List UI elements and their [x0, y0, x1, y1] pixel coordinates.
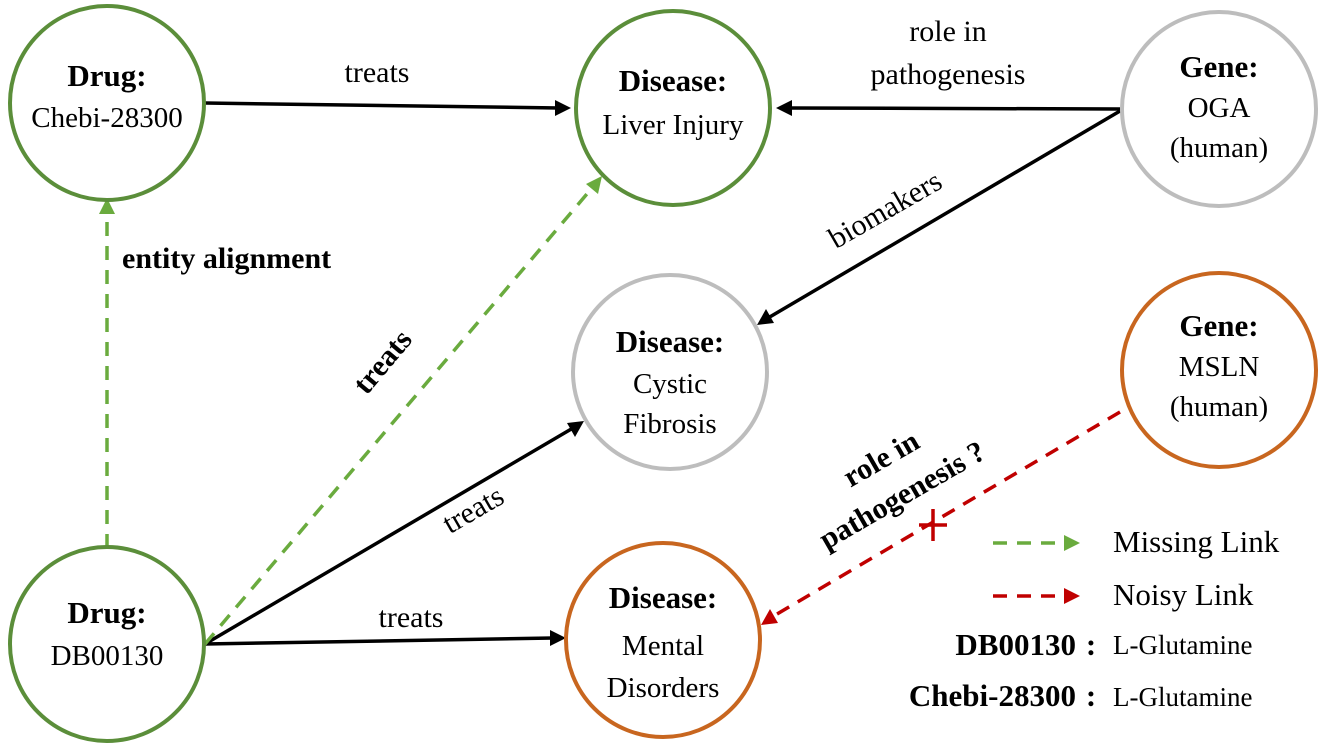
node-drug-chebi: Drug: Chebi-28300 — [8, 4, 206, 202]
edge-label-db-treats-liver-missing: treats — [347, 323, 419, 400]
legend-noisy-link: Noisy Link — [993, 577, 1254, 612]
node-name-label: (human) — [1170, 132, 1268, 164]
edge-chebi-treats-liver — [204, 100, 571, 116]
edge-label-oga-role-liver-line1: role in — [909, 15, 986, 48]
legend-noisy-link-label: Noisy Link — [1113, 577, 1254, 612]
node-type-label: Disease: — [619, 63, 727, 98]
node-name-label: MSLN — [1179, 351, 1260, 383]
edge-label-db-treats-mental: treats — [379, 601, 444, 634]
legend-alias-separator: : — [1086, 678, 1096, 713]
node-name-label: Liver Injury — [603, 109, 744, 141]
edge-label-oga-role-liver-line2: pathogenesis — [871, 58, 1026, 91]
edge-label-oga-biomakers-cf: biomakers — [823, 164, 948, 255]
legend-alias-value: L-Glutamine — [1113, 682, 1252, 712]
edge-oga-biomakers-cf — [757, 109, 1121, 325]
edge-db-treats-mental — [204, 630, 566, 646]
node-name-label: DB00130 — [51, 640, 164, 672]
legend-alias-key: DB00130 — [955, 627, 1076, 662]
edges — [99, 100, 1121, 646]
node-name-label: (human) — [1170, 391, 1268, 423]
legend-alias-key: Chebi-28300 — [909, 678, 1076, 713]
edge-entity-alignment — [99, 198, 115, 548]
node-disease-liver-injury: Disease: Liver Injury — [574, 9, 772, 207]
edge-db-treats-cf — [204, 421, 584, 646]
node-name-label: Cystic — [633, 368, 707, 400]
node-disease-mental-disorders: Disease: Mental Disorders — [564, 541, 762, 739]
edge-msln-role-mental-noisy — [761, 410, 1121, 625]
node-type-label: Gene: — [1179, 308, 1258, 343]
node-type-label: Drug: — [67, 58, 146, 93]
legend-alias-db00130: DB00130 : L-Glutamine — [955, 627, 1252, 662]
legend-alias-separator: : — [1086, 627, 1096, 662]
node-name-label: OGA — [1188, 92, 1251, 124]
edge-db-treats-liver-missing — [203, 176, 602, 646]
node-gene-msln: Gene: MSLN (human) — [1120, 271, 1318, 469]
node-name-label: Chebi-28300 — [31, 102, 182, 134]
node-name-label: Fibrosis — [623, 408, 716, 440]
node-type-label: Disease: — [616, 324, 724, 359]
node-type-label: Drug: — [67, 595, 146, 630]
node-disease-cystic-fibrosis: Disease: Cystic Fibrosis — [571, 273, 769, 471]
node-type-label: Disease: — [609, 580, 717, 615]
node-drug-db00130: Drug: DB00130 — [8, 545, 206, 743]
node-name-label: Disorders — [607, 672, 720, 704]
edge-label-msln-role-mental: role in pathogenesis ? — [814, 424, 991, 556]
noisy-cross-icon — [919, 509, 947, 541]
legend-missing-link-label: Missing Link — [1113, 524, 1280, 559]
edge-label-entity-alignment: entity alignment — [122, 242, 331, 275]
legend-alias-chebi: Chebi-28300 : L-Glutamine — [909, 678, 1253, 713]
node-type-label: Gene: — [1179, 49, 1258, 84]
legend: Missing Link Noisy Link DB00130 : L-Glut… — [909, 524, 1280, 713]
legend-missing-link: Missing Link — [993, 524, 1280, 559]
legend-alias-value: L-Glutamine — [1113, 630, 1252, 660]
node-gene-oga: Gene: OGA (human) — [1120, 10, 1318, 208]
edge-label-chebi-treats-liver: treats — [345, 56, 410, 89]
edge-oga-role-liver — [776, 100, 1121, 116]
node-name-label: Mental — [622, 630, 704, 662]
